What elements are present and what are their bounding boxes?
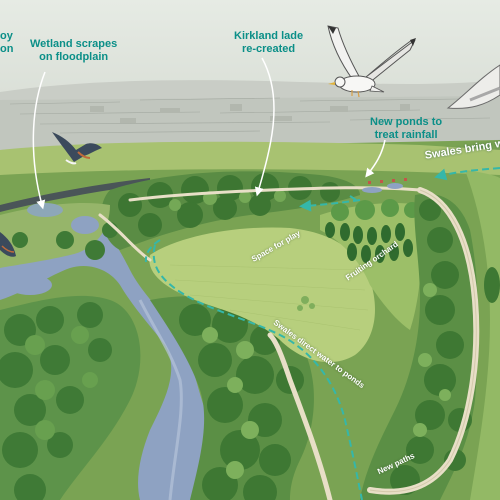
- riverside-woodland: [150, 296, 314, 500]
- left-woodland: [0, 295, 141, 500]
- river: [0, 212, 230, 500]
- swallow-bird: [52, 132, 102, 165]
- gull-right: [446, 64, 500, 109]
- wetland-fields: [0, 203, 118, 295]
- far-fields: [0, 141, 500, 175]
- label-cut-top-left: oy on: [0, 30, 14, 55]
- label-wetland-scrapes: Wetland scrapes on floodplain: [30, 38, 118, 63]
- railway: [0, 178, 150, 212]
- far-right-field: [465, 170, 500, 500]
- play-meadow: [149, 227, 375, 363]
- orchard: [320, 199, 422, 330]
- label-kirkland-lade: Kirkland lade re-created: [234, 30, 304, 55]
- meadow-trees: [297, 296, 315, 311]
- central-woodland: [101, 171, 361, 250]
- right-woodland: [360, 193, 479, 500]
- label-new-ponds: New ponds to treat rainfall: [370, 116, 443, 141]
- new-ponds: [362, 178, 407, 193]
- swallow-bird-left: [0, 232, 16, 257]
- swale-lines: [144, 167, 500, 500]
- annotation-pointers: [32, 57, 386, 210]
- distant-town: [0, 80, 500, 150]
- gull-centre: [327, 25, 416, 98]
